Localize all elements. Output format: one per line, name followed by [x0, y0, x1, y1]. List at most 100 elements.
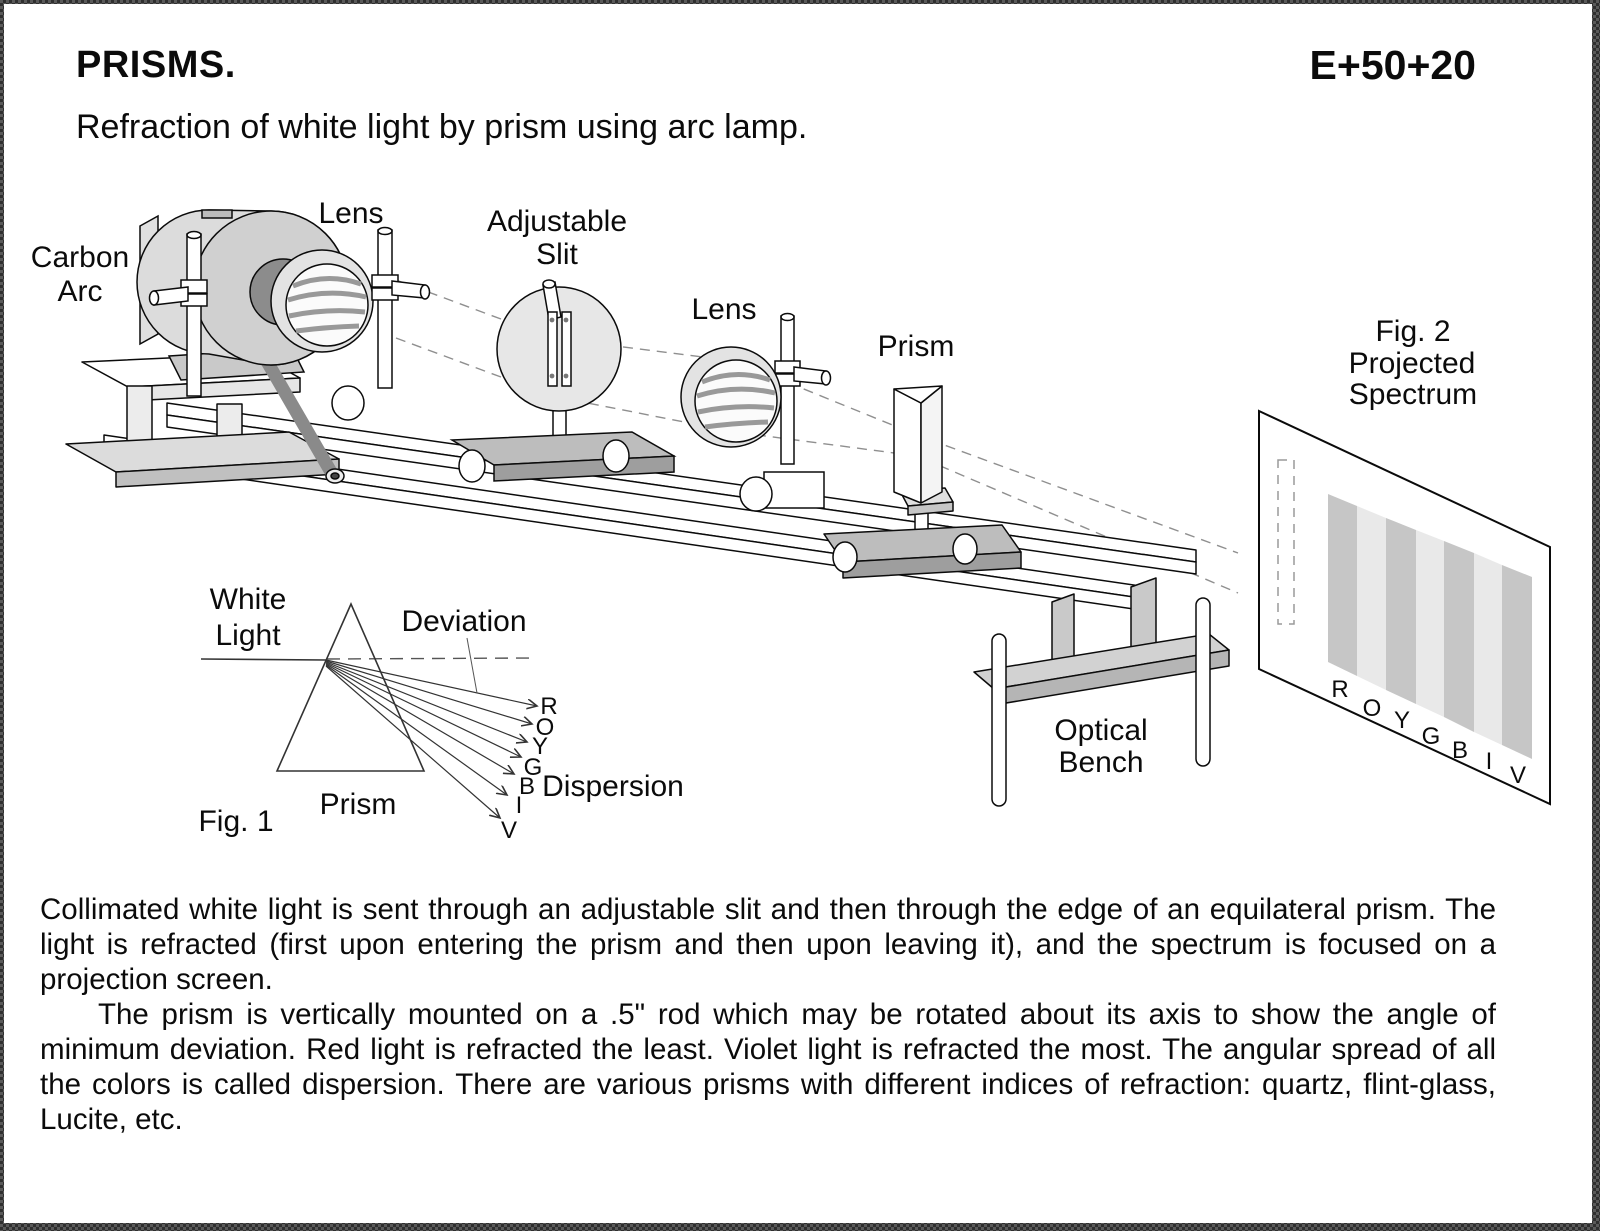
post-top: [186, 230, 202, 240]
incident-ray: [200, 658, 327, 661]
ray-letter: R: [540, 693, 557, 720]
dispersed-rays: [325, 659, 537, 818]
beam-upper: [395, 279, 1239, 554]
beam-lower: [395, 337, 1239, 594]
light-beam-dashed-lines: [395, 279, 1239, 594]
apparatus-diagram: R O Y G B I V: [31, 197, 1551, 844]
ray-blue: [325, 663, 514, 774]
ray-red: [325, 659, 537, 706]
ray-indigo: [325, 664, 507, 795]
fig2-screen: R O Y G B I V: [1258, 409, 1551, 806]
rail-roller: [739, 476, 773, 512]
spectrum-stripe: [1474, 553, 1502, 745]
spectrum-stripe: [1386, 518, 1416, 704]
figure-labels: Fig. 2 Projected Spectrum White Light De…: [198, 315, 1477, 838]
spectrum-stripes: [1328, 494, 1532, 759]
ray-letter: I: [516, 792, 523, 819]
spectrum-letter: O: [1363, 695, 1382, 722]
label-optical-bench-line1: Optical: [1054, 714, 1147, 747]
label-dispersion: Dispersion: [542, 770, 684, 803]
support-rod: [991, 633, 1007, 807]
slit-jaw: [561, 311, 572, 387]
ray-green: [325, 662, 521, 757]
carrier-knob: [952, 533, 978, 565]
description-text: Collimated white light is sent through a…: [40, 892, 1496, 1137]
label-adjustable-slit-line2: Slit: [536, 238, 578, 271]
support-rod: [1195, 597, 1211, 767]
side-rod-cap: [820, 370, 832, 386]
label-carbon-arc-line2: Arc: [58, 275, 103, 308]
ray-letters: R O Y G B I V: [501, 693, 558, 844]
slit-top-rod-cap: [542, 279, 556, 289]
slit-jaw: [547, 311, 558, 387]
spectrum-letter: I: [1486, 748, 1493, 775]
label-optical-bench-line2: Bench: [1058, 746, 1143, 779]
spectrum-letter: Y: [1394, 707, 1410, 734]
page-subtitle: Refraction of white light by prism using…: [76, 108, 808, 146]
carrier-knob: [458, 449, 486, 483]
ray-letter: Y: [532, 733, 548, 760]
label-white-light-line2: Light: [215, 619, 281, 652]
bench-back-rail-face: [166, 414, 1197, 575]
mounting-posts: [148, 226, 431, 421]
bench-support-right: [973, 577, 1230, 807]
label-lens-1: Lens: [318, 197, 383, 230]
post-top: [377, 226, 393, 236]
label-white-light-line1: White: [210, 583, 287, 616]
spectrum-stripe: [1357, 506, 1386, 690]
deviation-leader-line: [466, 637, 478, 694]
ray-letter: G: [524, 754, 543, 781]
lens2-block: [763, 471, 825, 509]
fig2-caption-line2: Projected: [1349, 347, 1476, 380]
slit-image-dashed: [1277, 459, 1295, 625]
post: [377, 229, 393, 389]
prism-triangle: [275, 602, 426, 772]
ray-violet: [325, 665, 500, 818]
ray-letter: O: [536, 714, 555, 741]
adjustable-slit: [449, 279, 677, 483]
spectrum-letter: B: [1452, 737, 1468, 764]
label-prism: Prism: [878, 330, 955, 363]
undeviated-dashed-line: [326, 657, 535, 660]
spectrum-letter: R: [1331, 676, 1348, 703]
label-carbon-arc-line1: Carbon: [31, 241, 129, 274]
catalog-code: E+50+20: [1309, 42, 1476, 88]
prism-3d: [823, 385, 1022, 579]
slit-disc: [496, 286, 622, 412]
prism-face-top: [893, 385, 943, 404]
post-top: [780, 312, 795, 322]
post: [780, 315, 795, 465]
prism-face-right: [920, 385, 943, 504]
prism-base-face: [907, 501, 954, 516]
ray-yellow: [325, 661, 527, 742]
lens2-stripes: [696, 371, 776, 430]
fig2-caption-line1: Fig. 2: [1375, 315, 1450, 348]
description-paragraph-1: Collimated white light is sent through a…: [40, 893, 1496, 996]
post: [186, 233, 202, 397]
apparatus-labels: Carbon Arc Lens Adjustable Slit Lens Pri…: [31, 197, 1148, 779]
rail-roller: [331, 385, 365, 421]
ray-letter: B: [519, 773, 535, 800]
fig1-diagram: R O Y G B I V: [200, 602, 558, 844]
side-rod-cap: [419, 284, 431, 300]
carrier-knob: [602, 439, 630, 473]
label-deviation: Deviation: [401, 605, 526, 638]
ray-letter: V: [501, 817, 517, 844]
label-fig1-prism: Prism: [320, 788, 397, 821]
spectrum-letter: V: [1510, 762, 1526, 789]
side-rod: [153, 286, 189, 306]
slit-screws: [549, 317, 569, 379]
lens-2: [680, 312, 832, 512]
ray-orange: [325, 660, 532, 724]
lamp-cable-end-hole: [330, 472, 340, 480]
spectrum-stripe: [1502, 565, 1532, 759]
page: PRISMS. E+50+20 Refraction of white ligh…: [4, 4, 1592, 1223]
side-rod-cap: [148, 290, 160, 306]
spectrum-stripe: [1328, 494, 1357, 676]
fig2-caption-line3: Spectrum: [1349, 378, 1477, 411]
spectrum-stripe: [1444, 541, 1474, 732]
spectrum-letters: R O Y G B I V: [1331, 676, 1526, 789]
prism-face-left: [893, 388, 922, 504]
description-paragraph-2: The prism is vertically mounted on a .5"…: [40, 998, 1496, 1136]
lens1-stripes: [287, 275, 367, 334]
